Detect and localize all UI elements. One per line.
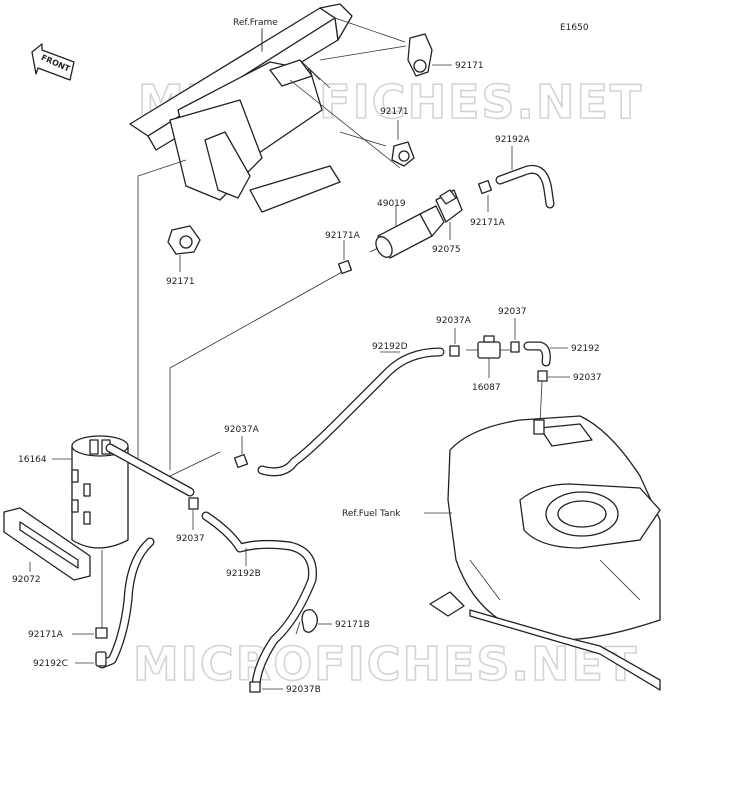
- label-92171B: 92171B: [335, 620, 370, 630]
- clamp-92037-right[interactable]: [537, 370, 548, 382]
- label-92171A-mid: 92171A: [325, 231, 361, 241]
- diagram-code: E1650: [560, 23, 589, 33]
- hose-92192D[interactable]: [257, 347, 445, 477]
- label-49019: 49019: [377, 199, 406, 209]
- hose-92192[interactable]: [523, 341, 551, 367]
- clamp-92037A-left[interactable]: [233, 453, 249, 469]
- label-92192B: 92192B: [226, 569, 261, 579]
- hose-stub-92192C[interactable]: [95, 651, 107, 667]
- hose-92192C[interactable]: [97, 537, 155, 669]
- label-92037-mid: 92037: [176, 534, 205, 544]
- clamp-92037B[interactable]: [249, 681, 261, 693]
- label-92037A-top: 92037A: [436, 316, 472, 326]
- label-92171-top: 92171: [455, 61, 484, 71]
- label-92171-mid: 92171: [380, 107, 409, 117]
- clamp-92037A-top[interactable]: [449, 345, 460, 357]
- hose-92192B[interactable]: [201, 511, 318, 689]
- label-16164: 16164: [18, 455, 47, 465]
- label-92192: 92192: [571, 344, 600, 354]
- holder-92075[interactable]: [435, 189, 463, 223]
- clamp-92171-mid[interactable]: [391, 141, 415, 167]
- clip-92171B[interactable]: [295, 609, 318, 635]
- label-92072: 92072: [12, 575, 41, 585]
- watermark-bottom: MICROFICHES.NET: [133, 637, 638, 691]
- valve-16087[interactable]: [466, 335, 510, 359]
- frame-assembly: [129, 3, 406, 213]
- label-92037B: 92037B: [286, 685, 321, 695]
- label-92037-right: 92037: [573, 373, 602, 383]
- clamp-92171-top[interactable]: [407, 33, 433, 77]
- front-arrow-icon: FRONT: [31, 43, 75, 81]
- ref-fuel-tank-label: Ref.Fuel Tank: [342, 509, 401, 519]
- clamp-92037-mid[interactable]: [188, 497, 199, 510]
- fuel-tank: [429, 415, 661, 691]
- clamp-92037-top[interactable]: [510, 341, 520, 353]
- label-92171A-bottom: 92171A: [28, 630, 64, 640]
- clamp-92171-left[interactable]: [167, 225, 201, 255]
- clamp-92171A-right[interactable]: [477, 179, 493, 195]
- label-92192A: 92192A: [495, 135, 531, 145]
- clamp-92171A-bottom[interactable]: [95, 627, 108, 639]
- label-16087: 16087: [472, 383, 501, 393]
- clamp-92171A-mid[interactable]: [337, 259, 353, 275]
- bracket-92072[interactable]: [3, 507, 91, 581]
- label-92192D: 92192D: [372, 342, 408, 352]
- label-92075: 92075: [432, 245, 461, 255]
- fuel-filter-49019[interactable]: [369, 205, 445, 260]
- label-92171-left: 92171: [166, 277, 195, 287]
- hose-92192A[interactable]: [495, 164, 555, 209]
- label-92192C: 92192C: [33, 659, 68, 669]
- label-92037A-left: 92037A: [224, 425, 260, 435]
- ref-frame-label: Ref.Frame: [233, 18, 278, 28]
- label-92171A-right: 92171A: [470, 218, 506, 228]
- hose-canister-top[interactable]: [105, 443, 195, 497]
- label-92037-top: 92037: [498, 307, 527, 317]
